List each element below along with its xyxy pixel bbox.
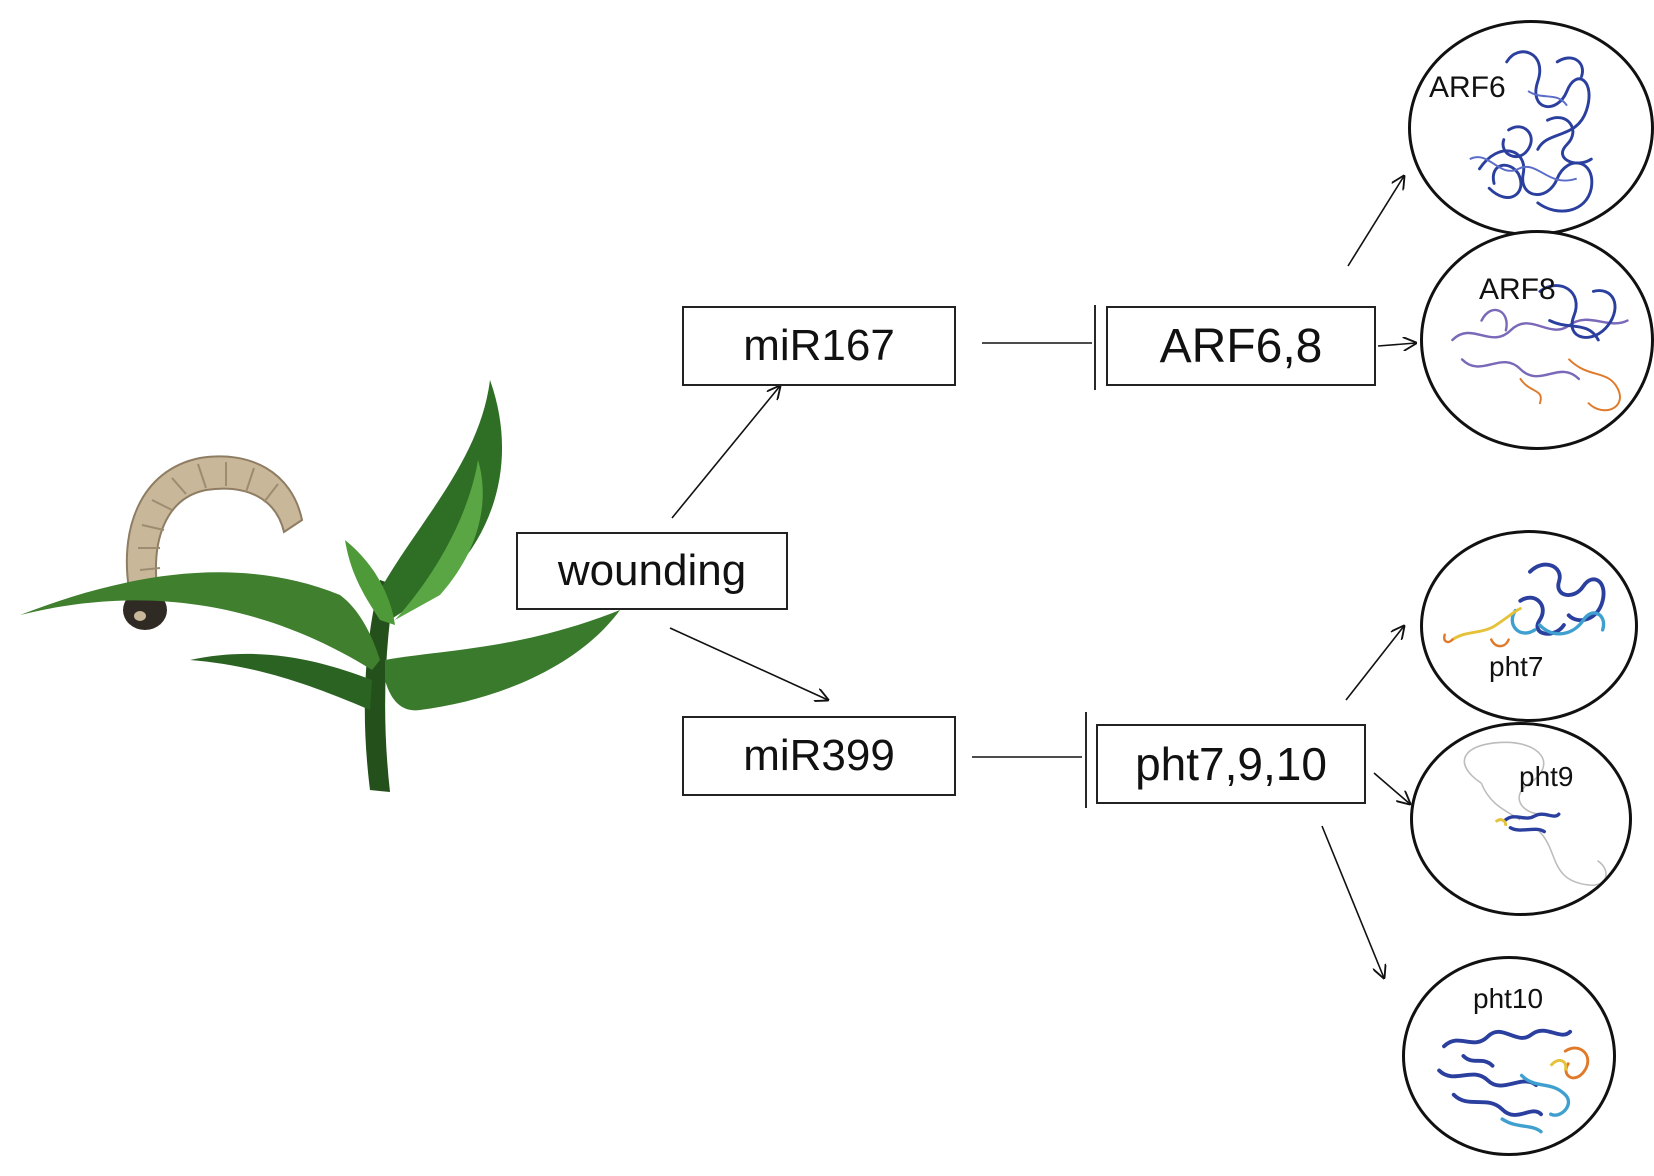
wounding-label: wounding	[557, 546, 747, 595]
arrow-pht-to-pht10	[1321, 825, 1384, 978]
mir399-node: miR399	[682, 716, 956, 796]
arrow-arf-to-arf8	[1377, 343, 1416, 346]
pht-target-node: pht7,9,10	[1096, 724, 1366, 804]
arrow-pht-to-pht7	[1345, 626, 1404, 701]
arf-target-label: ARF6,8	[1159, 319, 1323, 373]
pht9-label: pht9	[1519, 761, 1574, 792]
pht7-protein-ribbon	[1443, 562, 1606, 648]
maize-seedling-illustration	[20, 380, 620, 792]
caterpillar-icon	[123, 455, 304, 630]
pht-target-label: pht7,9,10	[1135, 738, 1327, 790]
arrow-pht-to-pht9	[1373, 772, 1410, 804]
arf8-label: ARF8	[1479, 273, 1556, 306]
pht10-label: pht10	[1473, 983, 1544, 1014]
pht7-structure-circle: pht7	[1420, 530, 1638, 722]
pht10-structure-circle: pht10	[1402, 956, 1616, 1156]
arf8-structure-circle: ARF8	[1420, 230, 1654, 450]
plant-leaves	[20, 380, 620, 792]
mir399-label: miR399	[743, 731, 895, 780]
arrow-arf-to-arf6	[1347, 176, 1404, 267]
pht10-protein-ribbon	[1437, 1028, 1590, 1134]
pht7-label: pht7	[1489, 651, 1544, 682]
pht9-protein-ribbon	[1463, 741, 1607, 886]
arrow-wounding-to-mir399	[669, 627, 828, 700]
arf6-label: ARF6	[1429, 71, 1506, 104]
mir167-node: miR167	[682, 306, 956, 386]
arf-target-node: ARF6,8	[1106, 306, 1376, 386]
arf8-protein-ribbon	[1451, 284, 1629, 412]
mir167-label: miR167	[743, 321, 895, 370]
arf6-protein-ribbon	[1469, 50, 1594, 213]
arf6-structure-circle: ARF6	[1408, 20, 1654, 236]
arrow-wounding-to-mir167	[671, 386, 780, 519]
pht9-structure-circle: pht9	[1410, 722, 1632, 916]
wounding-node: wounding	[516, 532, 788, 610]
